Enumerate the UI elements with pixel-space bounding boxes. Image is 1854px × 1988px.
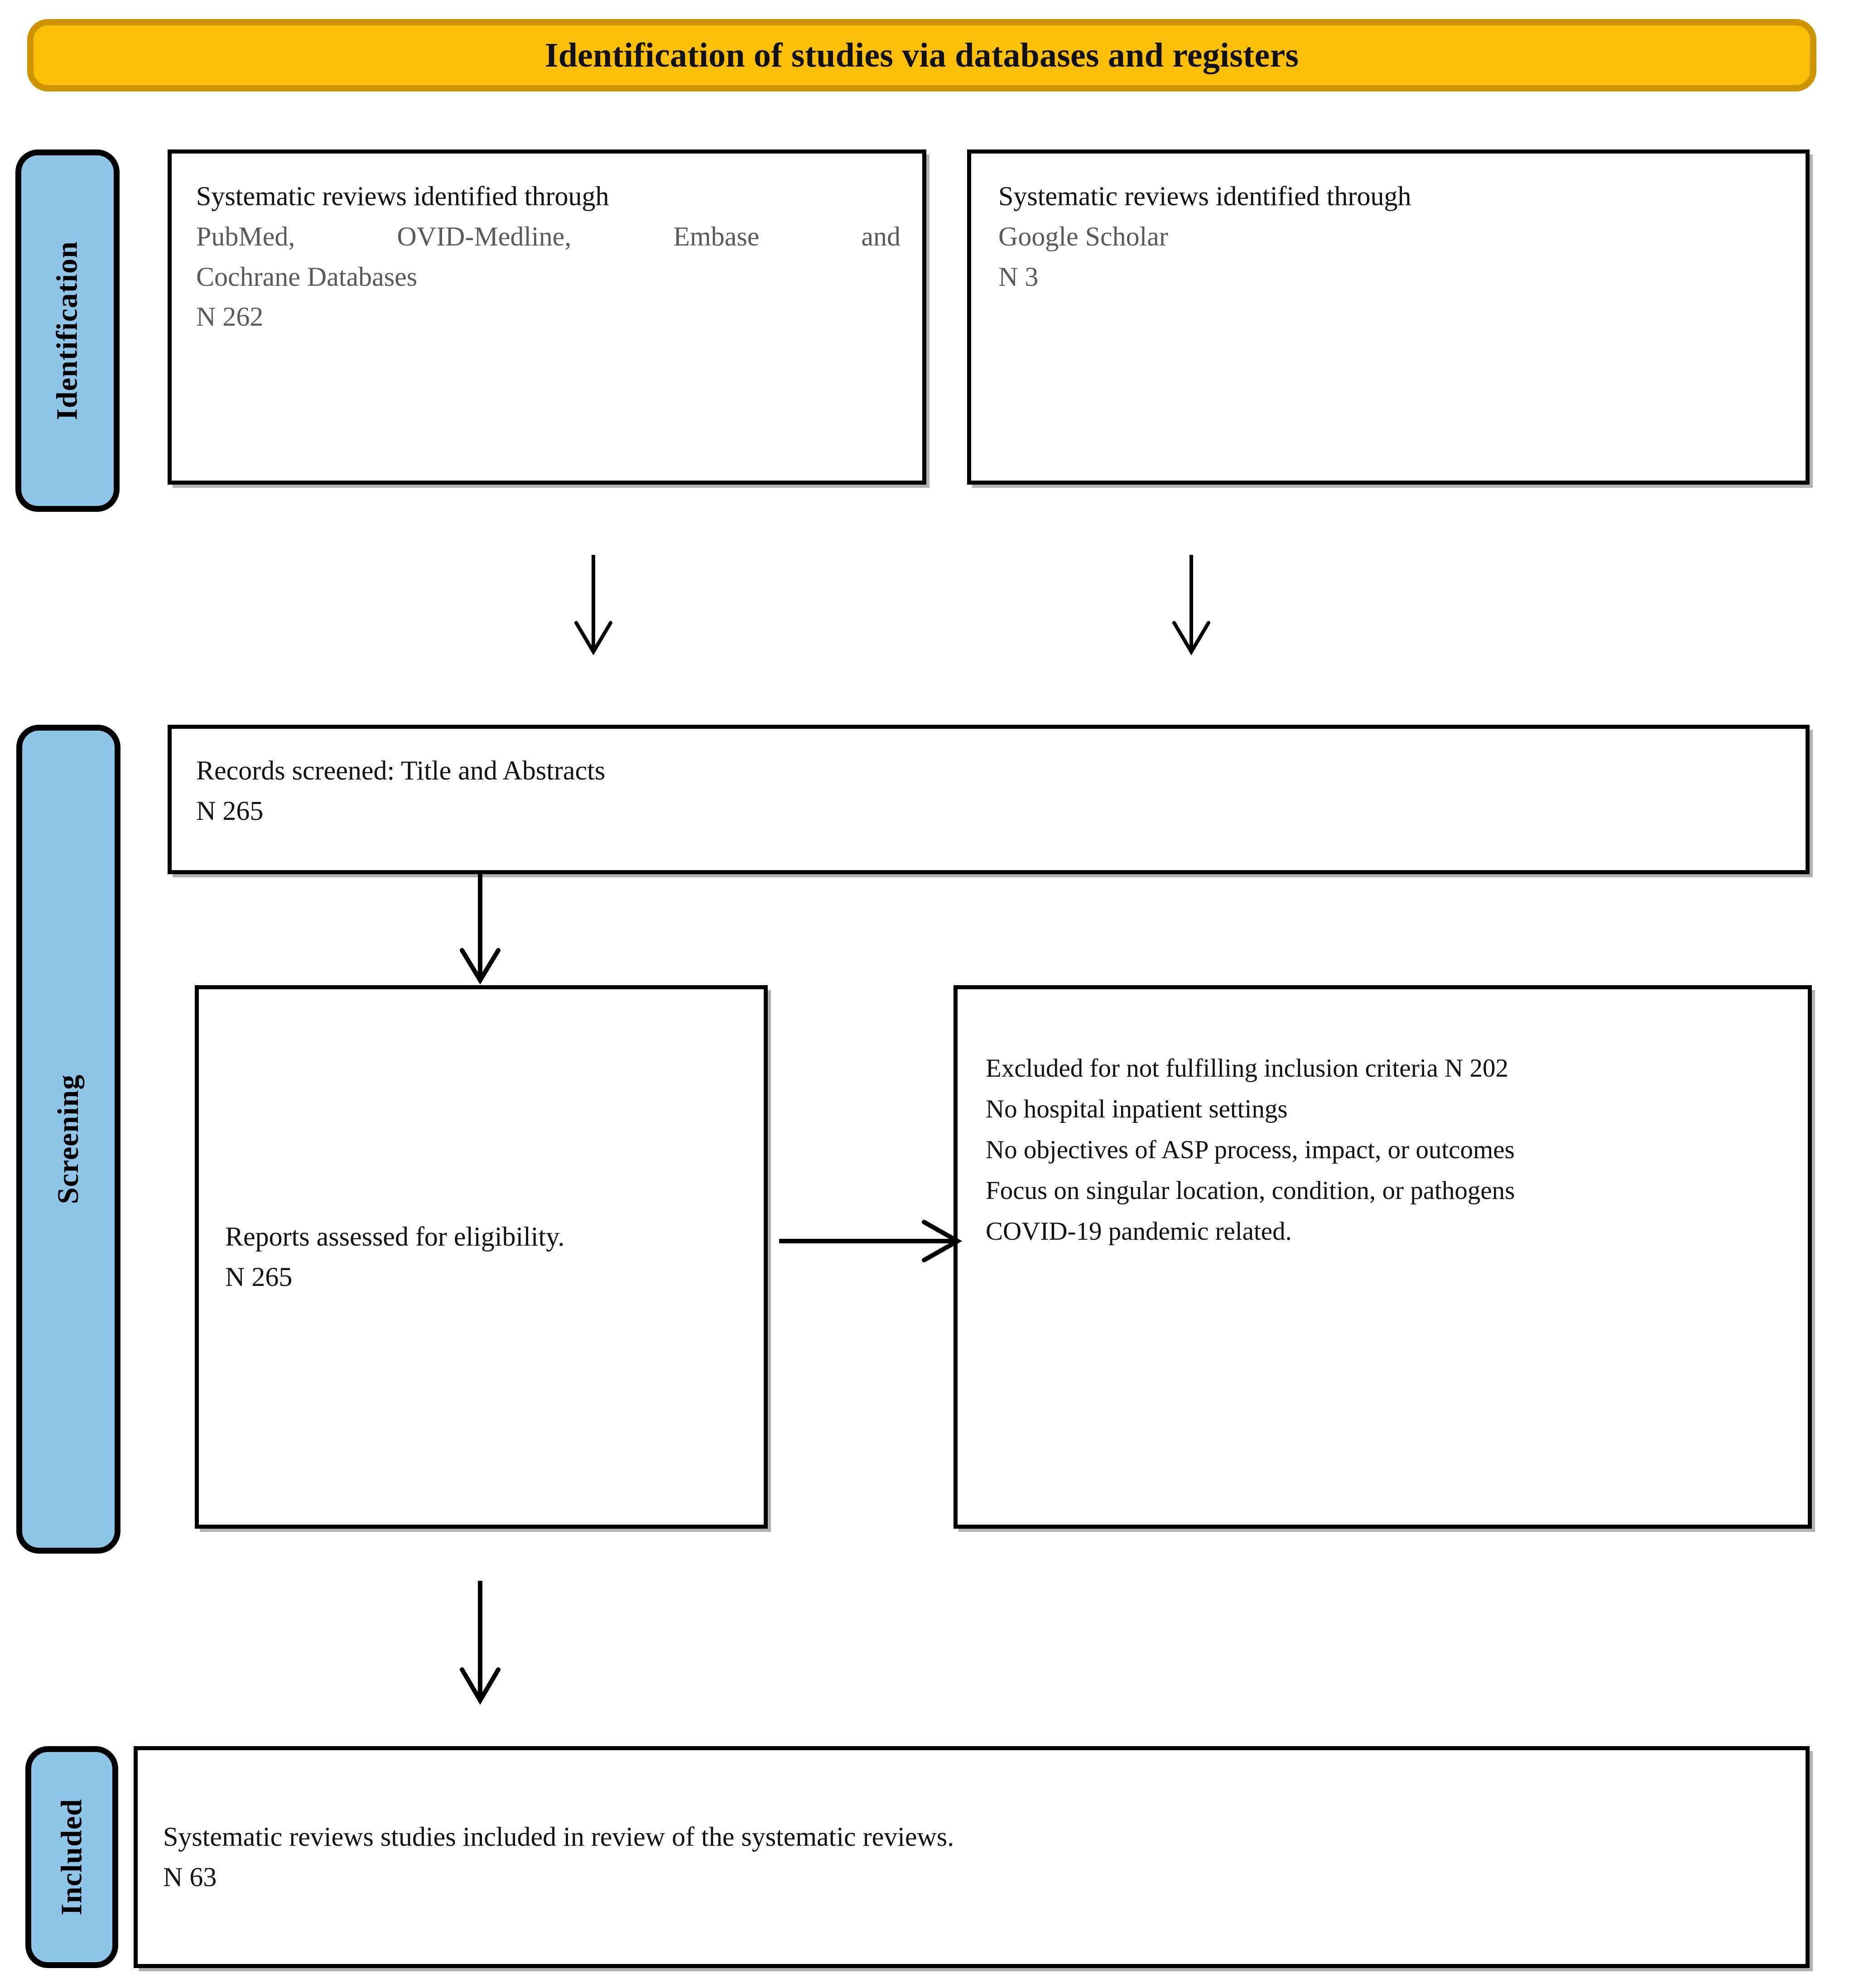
databases-line-1: Systematic reviews identified through xyxy=(196,181,609,211)
arrow-databases-to-screening-icon xyxy=(566,555,621,655)
stage-label-screening: Screening xyxy=(52,1074,85,1204)
excluded-line-2: No hospital inpatient settings xyxy=(986,1095,1288,1124)
box-studies-included: Systematic reviews studies included in r… xyxy=(134,1746,1810,1968)
scholar-line-1: Systematic reviews identified through xyxy=(998,181,1411,211)
stage-tab-screening: Screening xyxy=(16,725,120,1554)
excluded-line-3: No objectives of ASP process, impact, or… xyxy=(986,1136,1515,1165)
arrow-screened-to-eligibility-icon xyxy=(453,874,507,985)
box-records-screened: Records screened: Title and Abstracts N … xyxy=(168,725,1810,874)
eligibility-line-1: Reports assessed for eligibility. xyxy=(225,1222,565,1252)
databases-line-2: PubMed, OVID-Medline, Embase and xyxy=(196,221,901,251)
box-reports-assessed-eligibility: Reports assessed for eligibility. N 265 xyxy=(195,985,768,1529)
arrow-scholar-to-screening-icon xyxy=(1164,555,1218,655)
stage-tab-identification: Identification xyxy=(15,149,120,512)
included-count: N 63 xyxy=(163,1862,217,1892)
box-databases-identified: Systematic reviews identified through Pu… xyxy=(168,149,926,485)
box-excluded-criteria: Excluded for not fulfilling inclusion cr… xyxy=(953,985,1812,1529)
databases-line-3: Cochrane Databases xyxy=(196,261,418,292)
excluded-line-1: Excluded for not fulfilling inclusion cr… xyxy=(986,1054,1508,1083)
stage-label-included: Included xyxy=(55,1799,88,1916)
included-line-1: Systematic reviews studies included in r… xyxy=(163,1822,954,1852)
stage-tab-included: Included xyxy=(25,1746,118,1968)
eligibility-count: N 265 xyxy=(225,1262,293,1292)
scholar-line-2: Google Scholar xyxy=(998,221,1168,251)
records-screened-count: N 265 xyxy=(196,795,264,826)
scholar-count: N 3 xyxy=(998,261,1039,292)
arrow-eligibility-to-included-icon xyxy=(453,1581,507,1705)
stage-label-identification: Identification xyxy=(51,241,84,420)
excluded-line-5: COVID-19 pandemic related. xyxy=(986,1217,1292,1246)
excluded-line-4: Focus on singular location, condition, o… xyxy=(986,1176,1515,1205)
banner-title: Identification of studies via databases … xyxy=(544,36,1299,74)
box-google-scholar-identified: Systematic reviews identified through Go… xyxy=(967,149,1810,485)
identification-banner: Identification of studies via databases … xyxy=(27,19,1816,91)
databases-count: N 262 xyxy=(196,302,264,332)
arrow-eligibility-to-excluded-icon xyxy=(779,1214,963,1268)
records-screened-line-1: Records screened: Title and Abstracts xyxy=(196,756,606,785)
